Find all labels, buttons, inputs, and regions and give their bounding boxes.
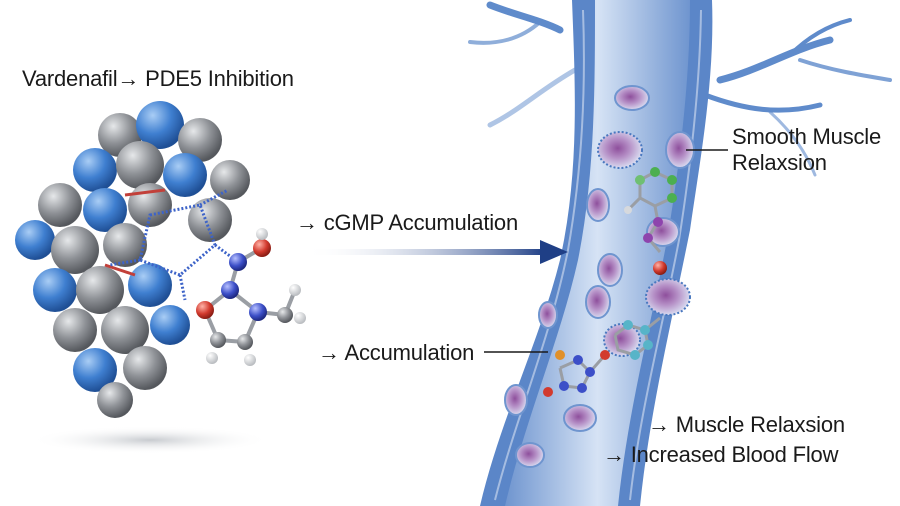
- vessel-wall-texture: [494, 9, 702, 501]
- vessel-lumen: [505, 0, 690, 506]
- red-blood-cell: [515, 442, 545, 468]
- cgmp-molecules: [543, 167, 677, 397]
- red-blood-cell: [614, 85, 650, 111]
- smooth-muscle-label: Smooth Muscle Relaxsion: [732, 124, 881, 176]
- red-blood-cell: [585, 285, 611, 319]
- smooth-muscle-cell: [597, 131, 643, 169]
- muscle-relaxsion-label: → Muscle Relaxsion: [648, 412, 845, 437]
- leader-lines: [484, 149, 728, 353]
- blood-cells: [504, 85, 695, 468]
- increased-blood-flow-label: → Increased Blood Flow: [603, 442, 839, 467]
- pde5-protein-model: [15, 101, 250, 418]
- red-blood-cell: [586, 188, 610, 222]
- red-blood-cell: [504, 384, 528, 416]
- vardenafil-ligand: [196, 228, 306, 366]
- smooth-muscle-label-line1: Smooth Muscle: [732, 124, 882, 149]
- smooth-muscle-label-line2: Relaxsion: [732, 150, 827, 175]
- smooth-muscle-cell: [603, 323, 641, 357]
- red-blood-cell: [538, 301, 558, 329]
- accumulation-label: → Accumulation: [318, 340, 475, 365]
- molecule-shadow: [30, 426, 270, 454]
- hydrogen-bond-network: [109, 188, 239, 301]
- red-blood-cell: [597, 253, 623, 287]
- red-blood-cell: [563, 404, 597, 432]
- cgmp-accumulation-label: → cGMP Accumulation: [296, 210, 518, 235]
- flow-arrow: [305, 240, 568, 264]
- title-label: Vardenafil→ PDE5 Inhibition: [22, 66, 294, 91]
- smooth-muscle-cell: [645, 278, 691, 316]
